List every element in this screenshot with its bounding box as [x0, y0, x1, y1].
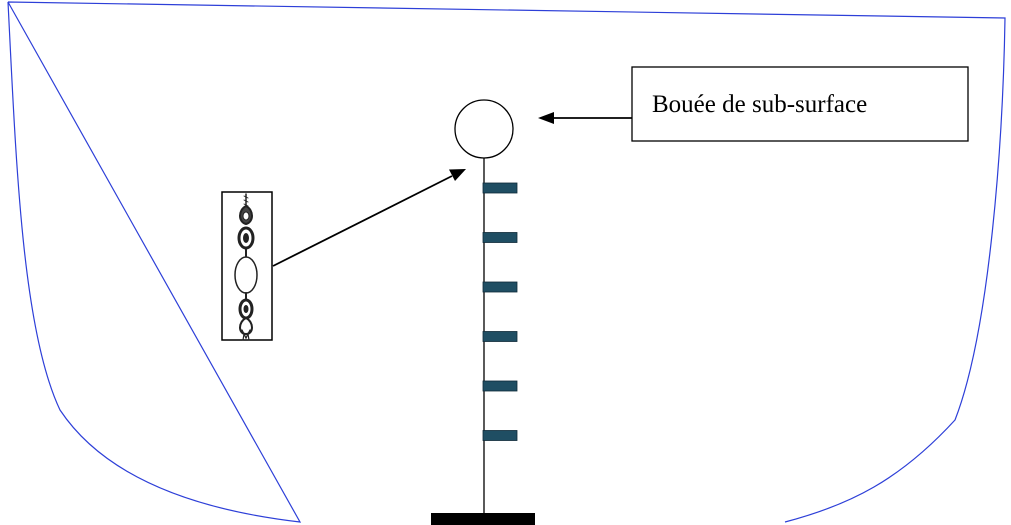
instrument-4 [482, 331, 518, 342]
instrument-1 [482, 182, 518, 194]
anchor-block [431, 513, 535, 525]
buoy-label: Bouée de sub-surface [652, 91, 867, 118]
instrument-2 [482, 232, 518, 243]
basin-outline [7, 1, 1006, 523]
swivel-arrow-head [449, 169, 466, 181]
buoy-label-box [631, 66, 969, 142]
instrument-3 [482, 281, 518, 293]
subsurface-buoy [454, 99, 514, 159]
swivel-icon [234, 193, 258, 341]
instrument-group [482, 182, 518, 441]
instrument-6 [482, 430, 518, 441]
instrument-5 [482, 380, 518, 392]
label-arrow-head [538, 112, 554, 124]
swivel-arrow-line [272, 175, 453, 267]
